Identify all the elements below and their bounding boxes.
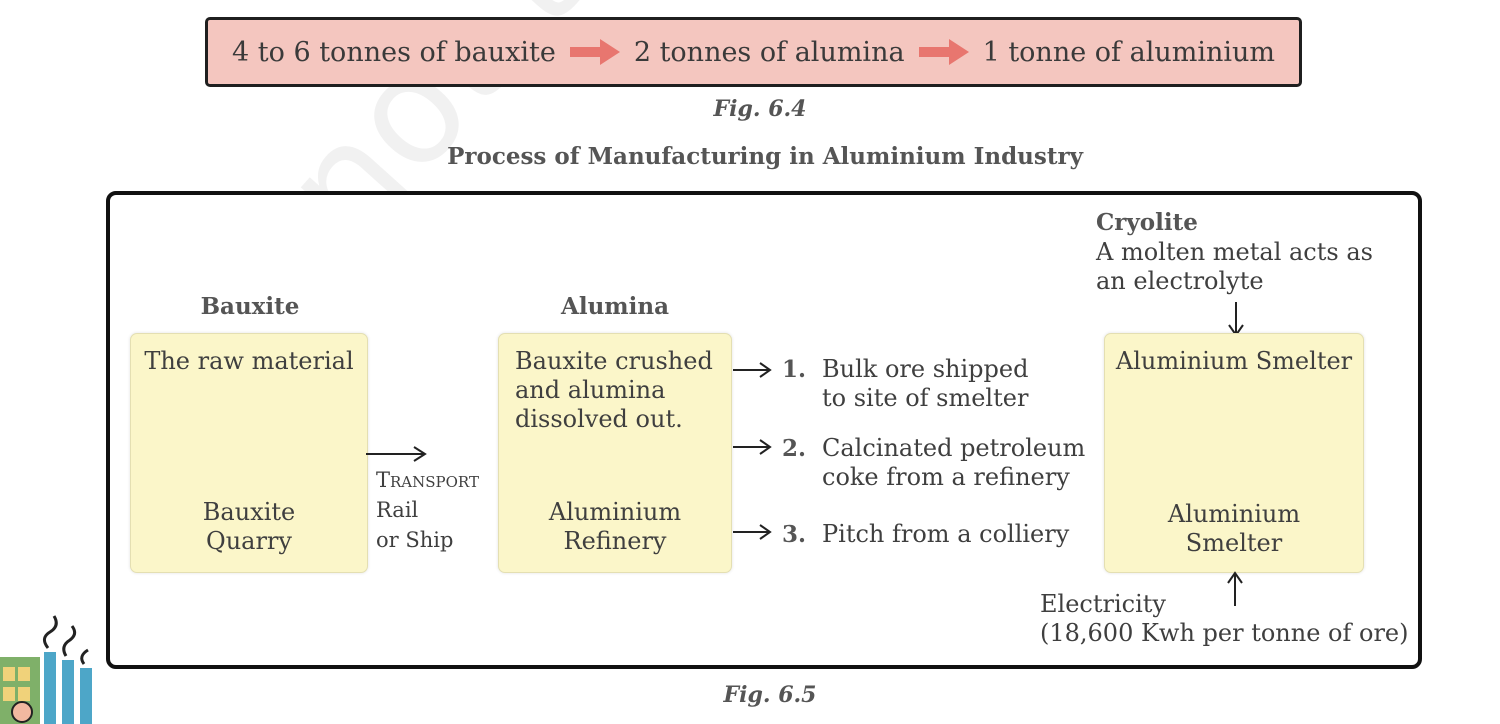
transport-arrow-icon [366, 446, 427, 462]
alumina-heading: Alumina [560, 293, 669, 320]
electricity-label: Electricity (18,600 Kwh per tonne of ore… [1040, 590, 1408, 648]
refinery-line2: Refinery [563, 527, 667, 555]
transport-line2: or Ship [376, 528, 454, 552]
smelter-box-top-text: Aluminium Smelter [1115, 347, 1353, 375]
alumina-line2: and alumina [515, 376, 666, 404]
input-item-2: Calcinated petroleum coke from a refiner… [822, 434, 1085, 492]
bauxite-box-top-text: The raw material [144, 347, 354, 375]
factory-icon [0, 615, 92, 724]
diagram-title: Process of Manufacturing in Aluminium In… [447, 143, 1083, 170]
flow-step-bauxite: 4 to 6 tonnes of bauxite [232, 36, 556, 68]
figure-caption-bottom: Fig. 6.5 [723, 682, 817, 708]
input-3-line1: Pitch from a colliery [822, 520, 1070, 548]
cryolite-line1: A molten metal acts as [1096, 238, 1373, 266]
bauxite-quarry-line1: Bauxite [202, 498, 296, 526]
input-1-line1: Bulk ore shipped [822, 355, 1029, 383]
up-arrow-icon [1227, 571, 1243, 606]
electricity-line2: (18,600 Kwh per tonne of ore) [1040, 619, 1409, 647]
flow-step-aluminium: 1 tonne of aluminium [982, 36, 1275, 68]
right-arrow-icon [918, 39, 969, 65]
alumina-line3: dissolved out. [515, 405, 683, 433]
smelter-label: Aluminium Smelter [1104, 500, 1364, 558]
input-number-3: 3. [782, 521, 807, 548]
cryolite-line2: an electrolyte [1096, 267, 1264, 295]
input-1-line2: to site of smelter [822, 384, 1029, 412]
bauxite-quarry-line2: Quarry [206, 527, 292, 555]
cryolite-heading: Cryolite [1096, 209, 1198, 236]
cryolite-description: A molten metal acts as an electrolyte [1096, 238, 1373, 296]
aluminium-refinery-label: Aluminium Refinery [498, 498, 732, 556]
input-number-2: 2. [782, 435, 807, 462]
smelter-line2: Smelter [1185, 529, 1283, 557]
flow-bar: 4 to 6 tonnes of bauxite 2 tonnes of alu… [205, 17, 1302, 87]
transport-line1: Rail [376, 498, 419, 522]
input-arrow-icon [733, 439, 772, 455]
smelter-line1: Aluminium [1167, 500, 1301, 528]
input-2-line2: coke from a refinery [822, 463, 1070, 491]
input-arrow-icon [733, 362, 772, 378]
transport-label: Transport Rail or Ship [376, 465, 479, 555]
bauxite-heading: Bauxite [200, 293, 300, 320]
flow-step-alumina: 2 tonnes of alumina [633, 36, 905, 68]
refinery-line1: Aluminium [548, 498, 682, 526]
electricity-line1: Electricity [1040, 590, 1166, 618]
transport-heading: Transport [376, 468, 479, 492]
figure-caption-top: Fig. 6.4 [713, 96, 807, 122]
input-2-line1: Calcinated petroleum [822, 434, 1086, 462]
input-item-1: Bulk ore shipped to site of smelter [822, 355, 1028, 413]
bauxite-quarry-label: Bauxite Quarry [130, 498, 368, 556]
input-arrow-icon [733, 524, 772, 540]
input-item-3: Pitch from a colliery [822, 520, 1069, 549]
alumina-box [498, 333, 732, 573]
input-number-1: 1. [782, 356, 807, 383]
alumina-box-top-text: Bauxite crushed and alumina dissolved ou… [515, 347, 713, 434]
alumina-line1: Bauxite crushed [515, 347, 713, 375]
smelter-box [1104, 333, 1364, 573]
right-arrow-icon [569, 39, 620, 65]
bauxite-box [130, 333, 368, 573]
